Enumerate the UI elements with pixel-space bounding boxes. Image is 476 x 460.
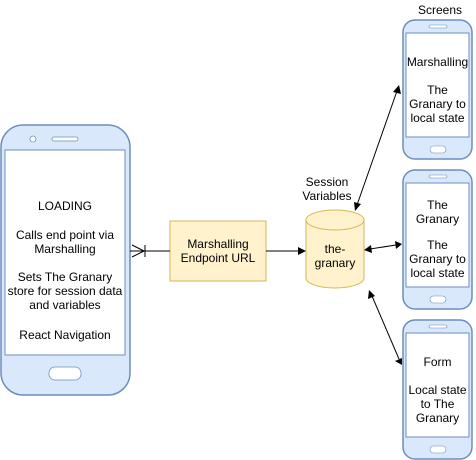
- endpoint-box-label: Marshalling Endpoint URL: [180, 237, 256, 265]
- main-phone: [0, 124, 131, 396]
- screens-heading: Screens: [417, 3, 463, 17]
- screen-phone-1: [402, 19, 473, 160]
- main-phone-line-1: Calls end point via Marshalling: [15, 228, 115, 256]
- session-variables-label: Session Variables: [302, 175, 352, 203]
- database-cylinder: [305, 209, 365, 289]
- connector-endpoint-to-main-phone: [130, 244, 170, 258]
- screen-phone-1-content: Marshalling The Granary to local state: [406, 33, 469, 137]
- main-phone-line-3: React Navigation: [19, 328, 111, 342]
- screen-phone-3: [402, 319, 473, 460]
- screen-1-body: The Granary to local state: [409, 83, 466, 125]
- database-label: the- granary: [314, 242, 356, 270]
- main-phone-screen: [4, 149, 126, 356]
- main-phone-line-2: Sets The Granary store for session data …: [7, 270, 123, 312]
- connector-database-to-screen-3: [368, 290, 402, 365]
- screen-1-title: Marshalling: [406, 55, 469, 69]
- screen-phone-2: [402, 169, 473, 310]
- main-phone-speaker: [51, 136, 79, 142]
- main-phone-camera: [29, 135, 37, 143]
- connector-database-to-screen-2: [364, 241, 402, 253]
- screen-2-title: The Granary: [415, 198, 460, 226]
- connector-endpoint-to-database: [266, 247, 306, 255]
- screen-2-body: The Granary to local state: [409, 238, 466, 280]
- main-phone-home-button: [48, 366, 82, 381]
- screen-3-title: Form: [423, 355, 452, 369]
- screen-phone-2-content: The Granary The Granary to local state: [406, 183, 469, 287]
- main-phone-title: LOADING: [37, 199, 92, 213]
- screen-phone-3-content: Form Local state to The Granary: [406, 333, 469, 437]
- connector-database-to-screen-1: [354, 85, 401, 211]
- screen-3-body: Local state to The Granary: [408, 383, 467, 425]
- main-phone-screen-content: LOADING Calls end point via Marshalling …: [5, 150, 125, 355]
- endpoint-box: [169, 220, 267, 282]
